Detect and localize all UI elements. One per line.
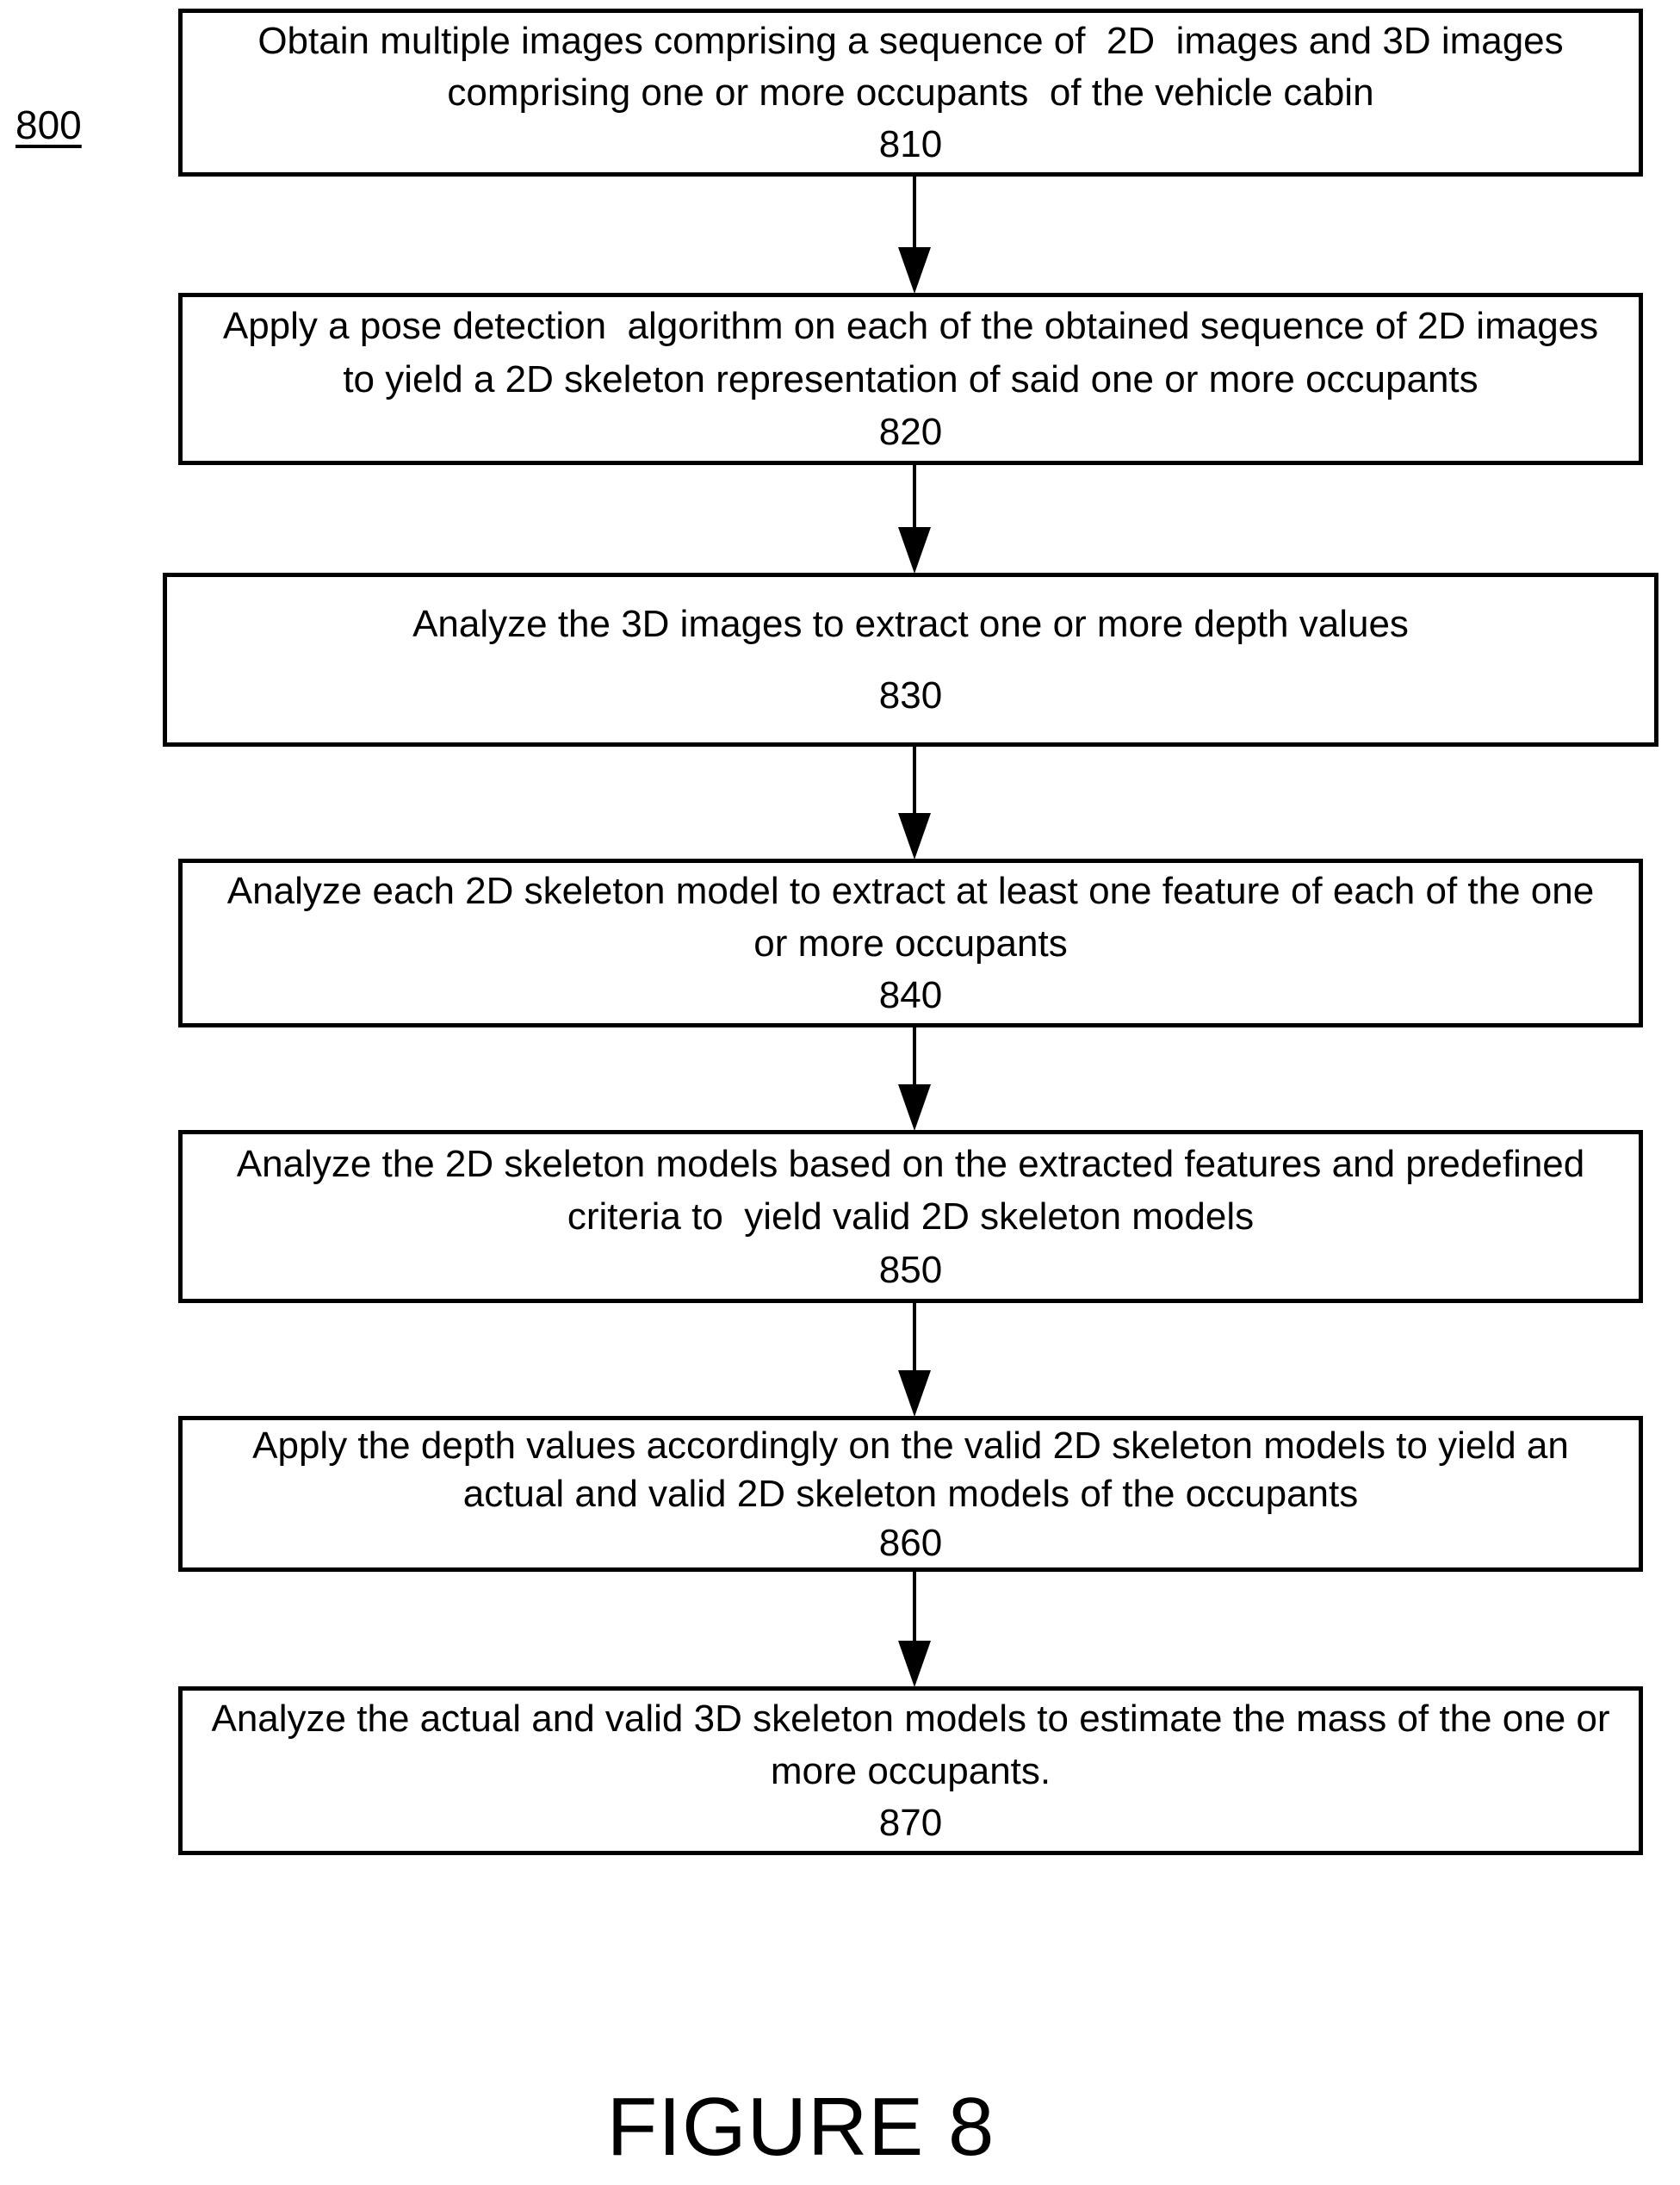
arrow-down-icon: [898, 1084, 931, 1131]
flow-arrow-line: [913, 177, 916, 251]
box-ref-number: 860: [878, 1521, 943, 1564]
box-ref-number: 850: [878, 1248, 943, 1291]
process-box-810: Obtain multiple images comprising a sequ…: [178, 9, 1643, 177]
process-box-840: Analyze each 2D skeleton model to extrac…: [178, 859, 1643, 1027]
flow-arrow-line: [913, 465, 916, 531]
flow-arrow-line: [913, 1027, 916, 1089]
box-text-line: Analyze the actual and valid 3D skeleton…: [211, 1698, 1610, 1741]
flow-arrow-line: [913, 747, 916, 817]
box-ref-number: 810: [878, 123, 943, 165]
process-box-820: Apply a pose detection algorithm on each…: [178, 293, 1643, 465]
process-box-860: Apply the depth values accordingly on th…: [178, 1416, 1643, 1572]
box-ref-number: 840: [878, 973, 943, 1016]
box-text-line: criteria to yield valid 2D skeleton mode…: [567, 1195, 1255, 1238]
box-ref-number: 820: [878, 410, 943, 453]
process-box-830: Analyze the 3D images to extract one or …: [163, 573, 1658, 747]
process-box-870: Analyze the actual and valid 3D skeleton…: [178, 1686, 1643, 1855]
box-text-line: Apply a pose detection algorithm on each…: [222, 305, 1599, 348]
box-ref-number: 830: [878, 674, 943, 717]
box-text-line: Apply the depth values accordingly on th…: [252, 1424, 1569, 1467]
box-text-line: Obtain multiple images comprising a sequ…: [257, 20, 1564, 62]
box-text-line: or more occupants: [753, 922, 1068, 965]
box-text-line: Analyze the 2D skeleton models based on …: [236, 1142, 1585, 1185]
arrow-down-icon: [898, 527, 931, 574]
diagram-ref-label: 800: [15, 102, 82, 147]
figure-caption: FIGURE 8: [606, 2081, 995, 2173]
arrow-down-icon: [898, 1641, 931, 1687]
box-ref-number: 870: [878, 1801, 943, 1844]
box-text-line: Analyze each 2D skeleton model to extrac…: [226, 870, 1595, 913]
arrow-down-icon: [898, 1370, 931, 1417]
arrow-down-icon: [898, 247, 931, 294]
flow-arrow-line: [913, 1303, 916, 1375]
box-text-line: to yield a 2D skeleton representation of…: [343, 357, 1479, 400]
process-box-850: Analyze the 2D skeleton models based on …: [178, 1130, 1643, 1303]
box-text-line: comprising one or more occupants of the …: [447, 71, 1374, 114]
box-text-line: Analyze the 3D images to extract one or …: [412, 603, 1409, 646]
arrow-down-icon: [898, 813, 931, 860]
flow-arrow-line: [913, 1572, 916, 1645]
box-text-line: more occupants.: [770, 1749, 1051, 1792]
box-text-line: actual and valid 2D skeleton models of t…: [462, 1473, 1359, 1515]
